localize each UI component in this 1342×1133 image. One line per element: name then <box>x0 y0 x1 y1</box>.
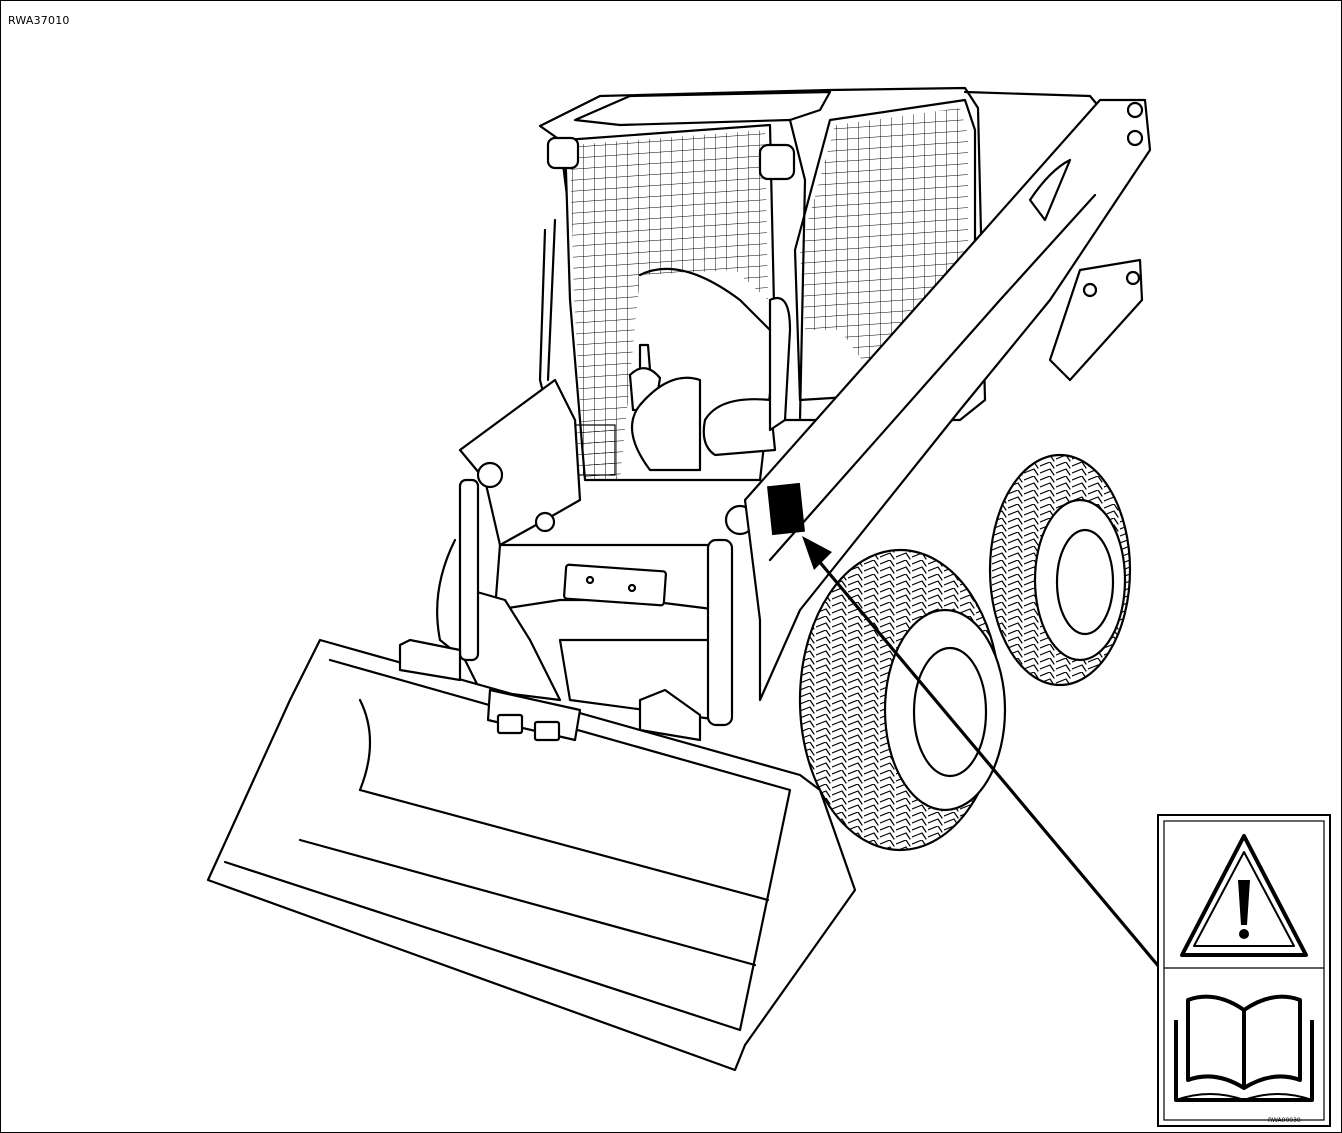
cab <box>538 86 1102 482</box>
front-wheel <box>798 548 1007 852</box>
figure-id: RWA37010 <box>8 14 70 27</box>
rear-wheel <box>988 453 1132 687</box>
operator-manual-icon <box>1174 994 1314 1102</box>
warning-triangle-icon <box>1180 834 1308 957</box>
lift-arm <box>743 98 1152 702</box>
bucket <box>206 638 857 1072</box>
label-code: RWA00030 <box>1268 1117 1301 1124</box>
leader-arrow <box>802 536 1162 970</box>
safety-label <box>1157 814 1331 1127</box>
label-position-marker <box>767 482 805 536</box>
